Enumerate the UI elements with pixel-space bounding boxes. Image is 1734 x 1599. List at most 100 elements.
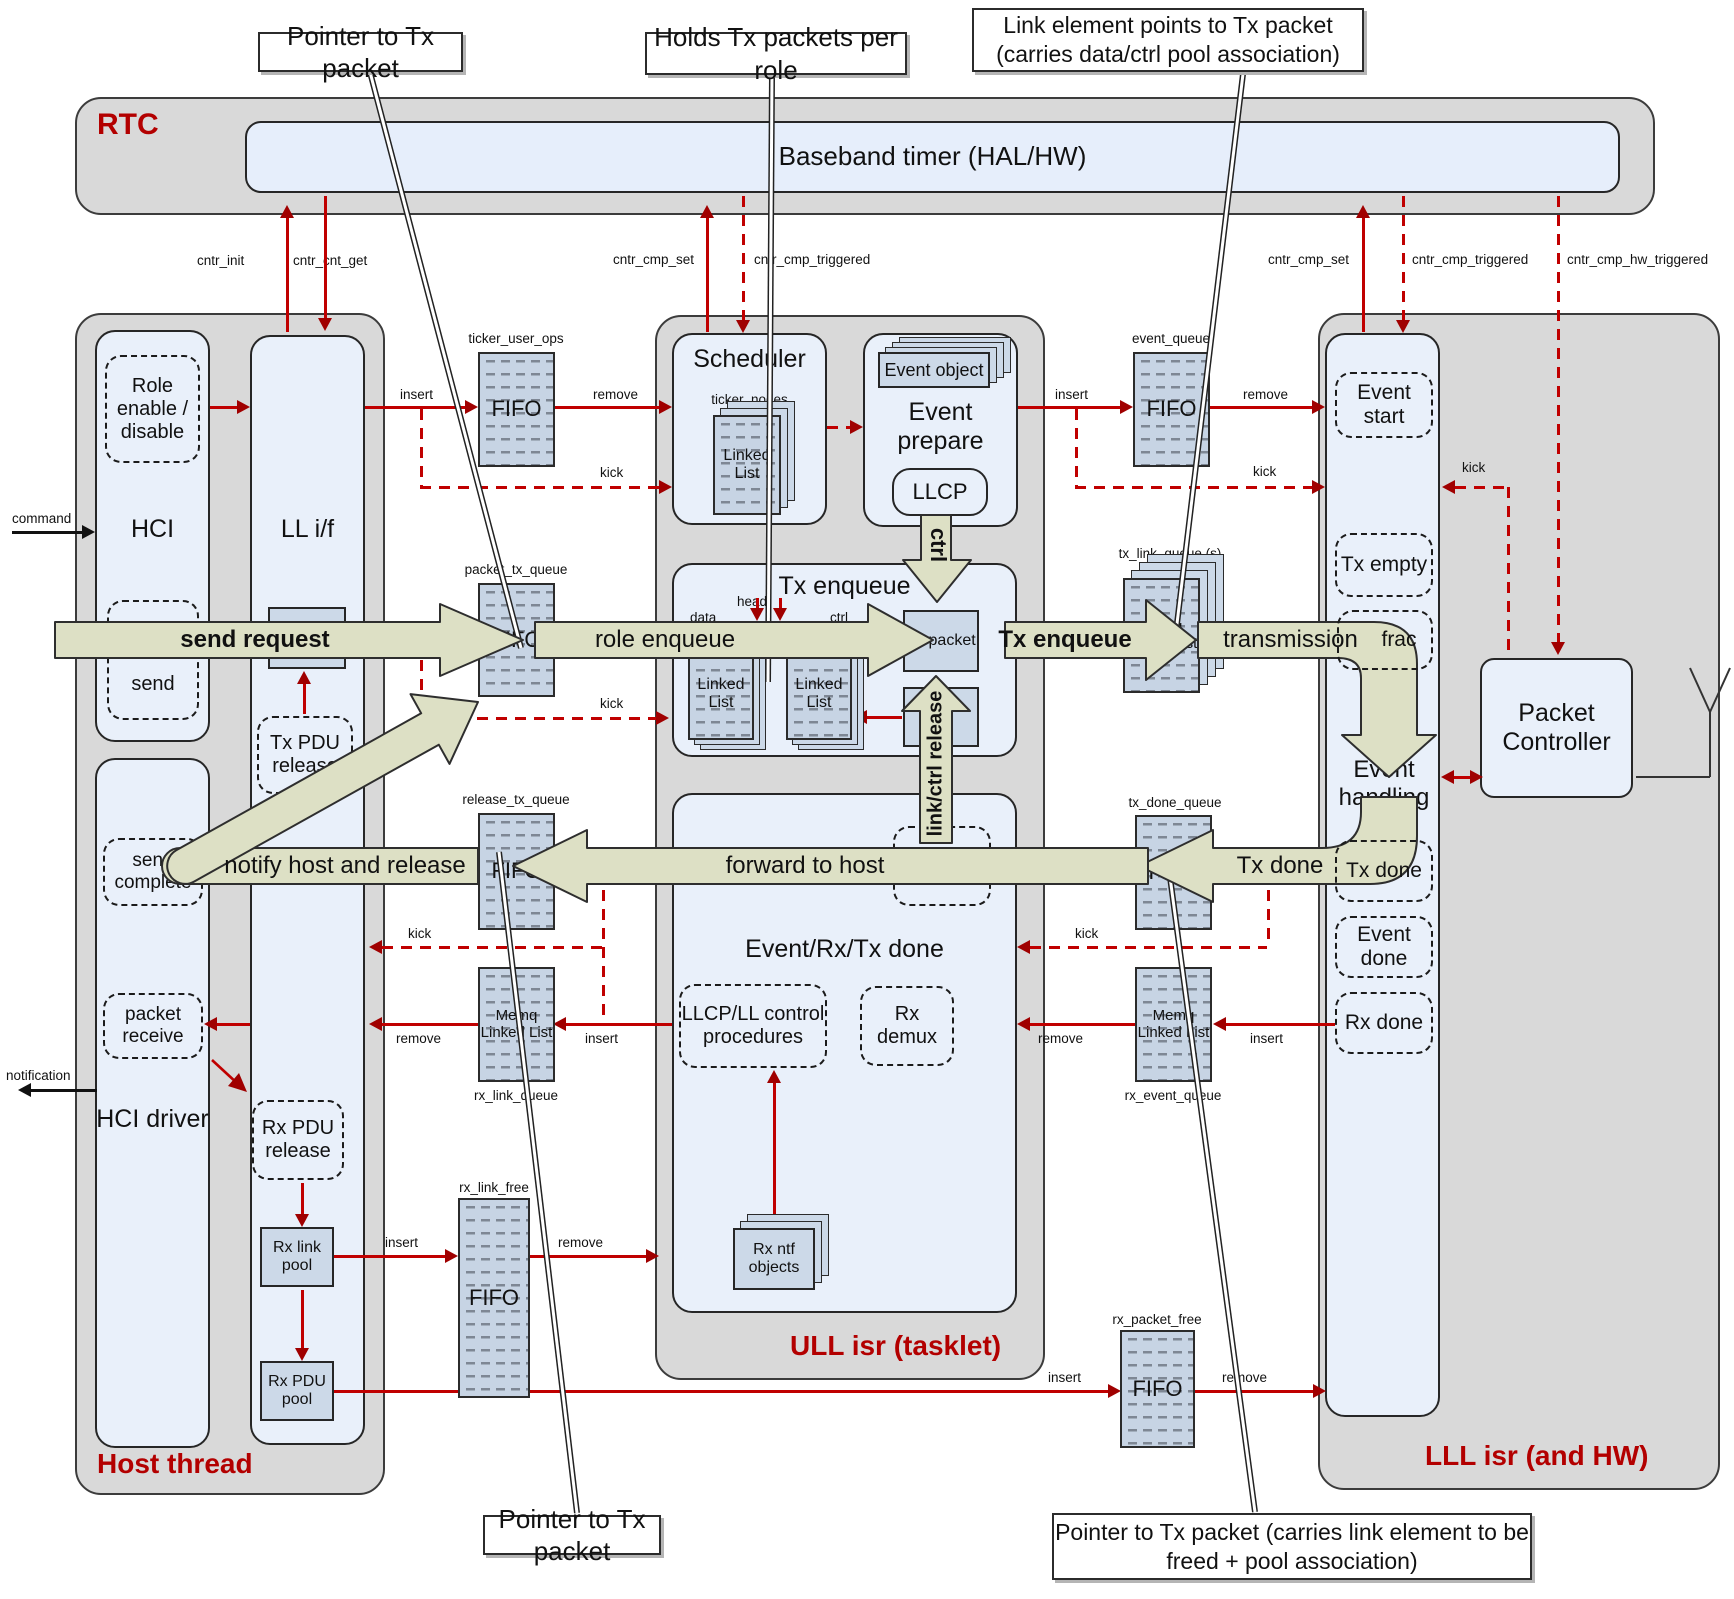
hci-driver-title: HCI driver — [96, 1105, 209, 1133]
event-start-label: Event start — [1357, 380, 1411, 428]
command-arrowhead — [82, 525, 95, 539]
arrowhead-remove-rxlinkq-b — [204, 1017, 217, 1031]
ll-data-linked-list: Linked List — [688, 648, 754, 740]
kick-right-drop — [1267, 890, 1270, 947]
llcp-box: LLCP — [892, 468, 988, 516]
arrowhead-txpdurel-up — [297, 671, 311, 684]
kick-txenq-drop — [420, 660, 423, 718]
callout-top-right-text: Link element points to Tx packet (carrie… — [996, 12, 1340, 67]
rx-demux-box: Rx demux — [860, 986, 954, 1066]
ull-isr-label: ULL isr (tasklet) — [790, 1330, 1002, 1361]
tx-enqueue-title: Tx enqueue — [778, 572, 911, 600]
arrow-txpacket-to-ctrl-ll — [866, 716, 902, 719]
notification-arrowhead — [18, 1083, 31, 1097]
rx-packet-free-fifo-label: FIFO — [1132, 1375, 1183, 1401]
tx-empty-box: Tx empty — [1335, 533, 1433, 597]
callout-pointer-tx-packet-top: Pointer to Tx packet — [258, 21, 463, 83]
rx-event-queue-memq: Memq Linked List — [1135, 967, 1212, 1082]
cntr-cmp-hw-triggered-label: cntr_cmp_hw_triggered — [1567, 252, 1709, 267]
event-queue-fifo: FIFO — [1133, 352, 1210, 467]
remove-rxlinkq-label: remove — [396, 1031, 442, 1046]
rx-pdu-release-box: Rx PDU release — [252, 1100, 344, 1180]
link-ctrl-release-band-label: link/ctrl release — [924, 690, 947, 837]
packet-receive-box: packet receive — [103, 993, 203, 1059]
data-label: data — [690, 610, 717, 625]
kick-right-line — [1030, 946, 1267, 949]
remove-eventq-label: remove — [1243, 387, 1289, 402]
remove-ticker-label: remove — [593, 387, 639, 402]
insert-rxeventq-label: insert — [1250, 1031, 1284, 1046]
kick-txenq-label: kick — [600, 696, 624, 711]
rx-pdu-pool-label: Rx PDU pool — [268, 1372, 326, 1408]
arrow-txpdurel-up — [303, 684, 306, 714]
release-tx-queue-fifo-label: FIFO — [491, 858, 542, 884]
rx-link-queue-memq-label: Memq Linked List — [480, 1007, 553, 1041]
tx-pdu-release-label: Tx PDU release — [270, 732, 340, 777]
arrowhead-kick-txenq — [656, 711, 669, 725]
kick-left-drop — [602, 890, 605, 1023]
tx-packet-label: Tx packet — [906, 631, 976, 649]
event-done-label: Event done — [1357, 922, 1411, 970]
send-box: send — [107, 600, 199, 720]
arrow-cntr-cmp-set-right — [1362, 216, 1365, 332]
arrow-remove-rxlinkfree — [530, 1255, 648, 1258]
rx-pdu-release-label: Rx PDU release — [261, 1117, 335, 1162]
llcp-ll-control-label: LLCP/LL control procedures — [681, 1003, 825, 1048]
rx-link-free-fifo-label: FIFO — [468, 1284, 520, 1310]
kick-scheduler-label: kick — [600, 465, 624, 480]
arrow-eventhandling-pc — [1452, 776, 1474, 779]
event-queue-fifo-label: FIFO — [1146, 396, 1197, 422]
head-label: head — [737, 594, 768, 609]
rx-done-label: Rx done — [1344, 1010, 1424, 1034]
event-rx-tx-done-title: Event/Rx/Tx done — [745, 935, 944, 963]
arrowhead-insert-rxeventq — [1213, 1017, 1226, 1031]
rx-event-queue-label: rx_event_queue — [1124, 1088, 1222, 1103]
packet-receive-label: packet receive — [122, 1004, 184, 1047]
notify-host-band-label: notify host and release — [224, 852, 466, 879]
arrow-insert-rxeventq — [1226, 1023, 1335, 1026]
ctrl-label: ctrl — [830, 610, 848, 625]
rx-demux-label: Rx demux — [876, 1003, 938, 1048]
tx-pdu-release-box: Tx PDU release — [257, 716, 353, 794]
remove-rxlinkfree-label: remove — [558, 1235, 604, 1250]
scheduler-title: Scheduler — [693, 345, 806, 373]
arrowhead-remove-rxeventq — [1017, 1017, 1030, 1031]
kick-left-label: kick — [408, 926, 432, 941]
event-prepare-title: Event prepare — [897, 398, 984, 455]
arrow-remove-ticker — [555, 406, 661, 409]
event-queue-label: event_queue — [1131, 331, 1211, 346]
ticker-nodes-linked-list: Linked List — [713, 415, 781, 515]
ll-ctrl-linked-list-label: Linked List — [795, 676, 843, 711]
arrowhead-remove-rxlinkq-a — [369, 1017, 382, 1031]
arrow-insert-ticker — [365, 406, 467, 409]
cntr-cmp-set-left-label: cntr_cmp_set — [613, 252, 695, 267]
arrow-insert-rxpacketfree — [334, 1390, 1112, 1393]
frac-label: frac — [1381, 627, 1417, 651]
head-stub-1 — [756, 598, 759, 608]
arrow-cntr-cmp-hw-triggered — [1557, 196, 1560, 644]
rx-ntf-objects-box: Rx ntf objects — [733, 1228, 815, 1290]
arrow-remove-rxeventq — [1030, 1023, 1135, 1026]
callout-top-mid-text: Holds Tx packets per role — [654, 22, 898, 85]
arrowhead-insert-rxpacketfree — [1108, 1384, 1121, 1398]
insert-eventq-label: insert — [1055, 387, 1089, 402]
arrowhead-remove-rxpacketfree — [1313, 1384, 1326, 1398]
head-arrowhead-2 — [773, 608, 787, 621]
event-object-box: Event object — [878, 352, 990, 388]
rx-link-queue-label: rx_link_queue — [473, 1088, 559, 1103]
ticker-user-ops-fifo: FIFO — [478, 352, 555, 467]
tx-done-queue-fifo: FIFO — [1135, 815, 1212, 930]
callout-holds-tx-packets: Holds Tx packets per role — [645, 22, 907, 85]
remove-rxpacketfree-label: remove — [1222, 1370, 1268, 1385]
arrowhead-cntr-cnt-get — [318, 318, 332, 331]
kick-txenq-line — [420, 717, 658, 720]
arrow-cntr-cmp-triggered-left — [742, 196, 745, 322]
rx-link-free-fifo: FIFO — [458, 1198, 530, 1398]
rx-done-box: Rx done — [1335, 992, 1433, 1054]
arrow-insert-rxlinkfree — [334, 1255, 447, 1258]
command-label: command — [12, 511, 72, 526]
remove-rxeventq-label: remove — [1038, 1031, 1084, 1046]
send-label: send — [131, 673, 175, 695]
rx-event-queue-memq-label: Memq Linked List — [1137, 1007, 1210, 1041]
baseband-timer-box: Baseband timer (HAL/HW) — [245, 121, 1620, 193]
